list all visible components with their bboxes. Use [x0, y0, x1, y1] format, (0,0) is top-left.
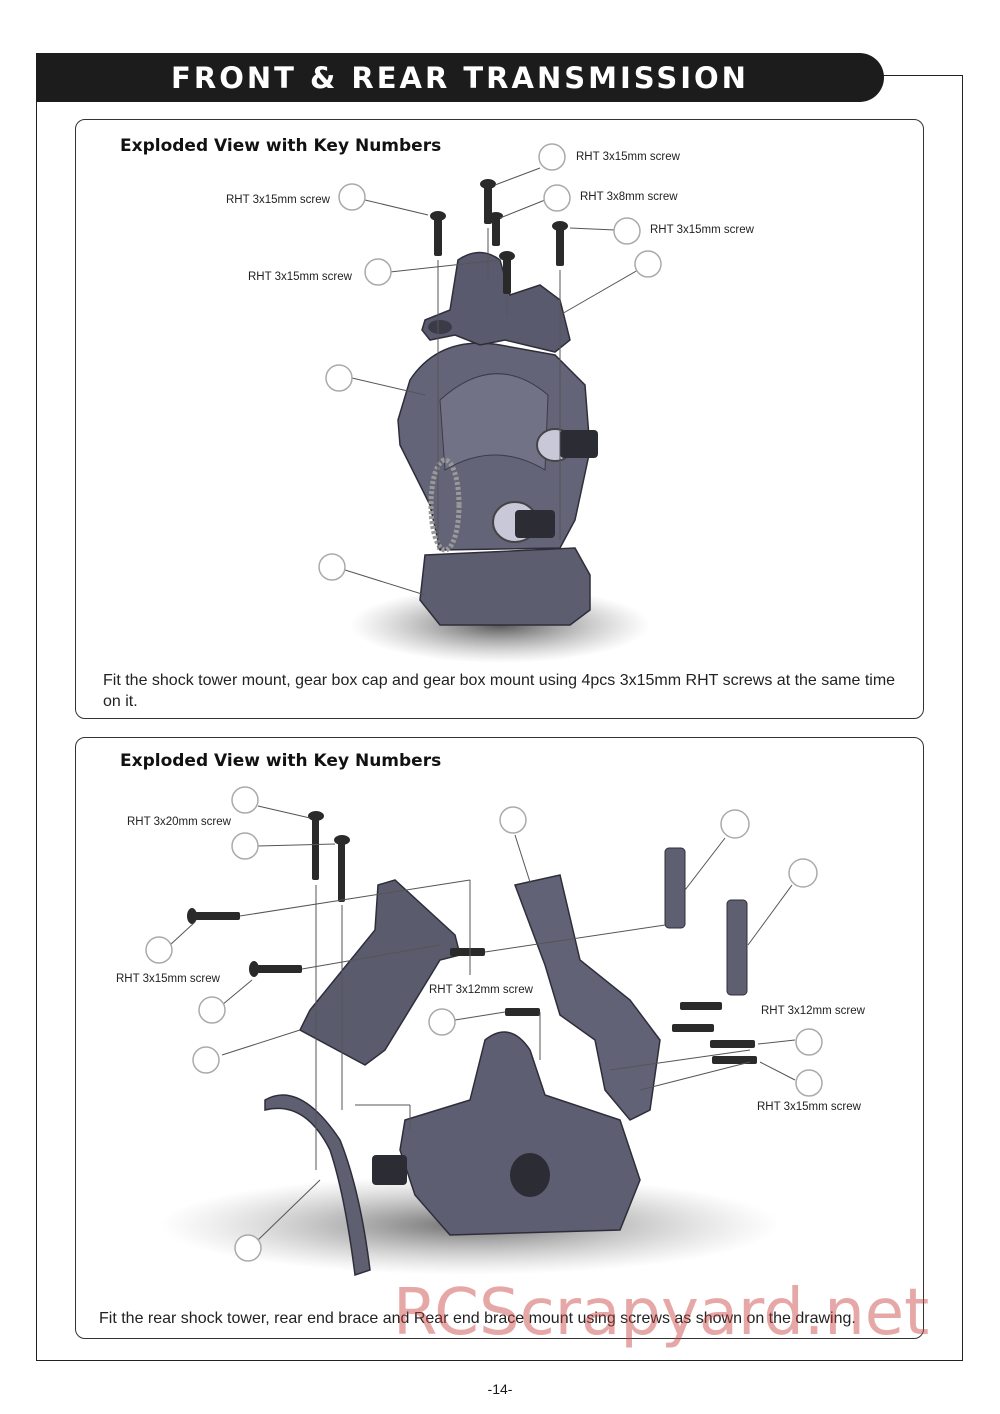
callout-circle: [192, 1046, 220, 1074]
callout-circle: [788, 858, 818, 888]
panel2-heading: Exploded View with Key Numbers: [120, 751, 442, 771]
screw-group-2: [187, 811, 757, 1064]
callout-circle: [364, 258, 392, 286]
callout-circle: [325, 364, 353, 392]
panel2-guide-lines: [239, 879, 751, 1170]
panel1-guide-lines: [437, 228, 561, 550]
callout-circle: [318, 553, 346, 581]
callout-circle: [613, 217, 641, 245]
rear-shock-tower-part: [513, 874, 661, 1121]
callout-circle: [428, 1008, 456, 1036]
callout-circle: [720, 809, 750, 839]
callout-circle: [145, 936, 173, 964]
gearbox-mount-part: [419, 547, 591, 626]
watermark: RCScrapyard.net: [393, 1276, 930, 1350]
rear-end-brace-part: [264, 1094, 371, 1277]
label-screw-c: RHT 3x8mm screw: [580, 191, 678, 203]
label-screw-a: RHT 3x15mm screw: [226, 194, 330, 206]
callout-circle: [338, 183, 366, 211]
callout-circle: [234, 1234, 262, 1262]
label-screw-d: RHT 3x15mm screw: [650, 224, 754, 236]
shock-post-right: [726, 899, 748, 996]
callout-circle: [231, 786, 259, 814]
label-screw-f: RHT 3x20mm screw: [127, 816, 231, 828]
mount-bore: [428, 320, 452, 334]
callout-circle: [198, 996, 226, 1024]
label-screw-i: RHT 3x12mm screw: [761, 1005, 865, 1017]
shock-post-left: [664, 847, 686, 929]
panel1-leaders: [344, 167, 639, 596]
label-screw-h: RHT 3x12mm screw: [429, 984, 533, 996]
label-screw-j: RHT 3x15mm screw: [757, 1101, 861, 1113]
page-number: -14-: [487, 1381, 513, 1397]
callout-circle: [634, 250, 662, 278]
panel1-caption: Fit the shock tower mount, gear box cap …: [103, 672, 896, 710]
panel2-leaders: [169, 805, 796, 1241]
rear-gearbox-part: [399, 1031, 641, 1236]
label-screw-e: RHT 3x15mm screw: [248, 271, 352, 283]
page-title: FRONT & REAR TRANSMISSION: [171, 61, 749, 95]
screw-group-1: [430, 179, 568, 294]
upper-outdrive: [560, 430, 598, 458]
title-bar: FRONT & REAR TRANSMISSION: [36, 53, 884, 102]
callout-circle: [795, 1069, 823, 1097]
panel1-heading: Exploded View with Key Numbers: [120, 136, 442, 156]
spur-gear: [428, 457, 462, 553]
rear-outdrive-left: [372, 1155, 407, 1185]
panel2-callouts: [145, 786, 823, 1262]
outdrive-cup: [515, 510, 555, 538]
label-screw-g: RHT 3x15mm screw: [116, 973, 220, 985]
callout-circle: [231, 832, 259, 860]
page-frame: [36, 75, 963, 1361]
rear-outdrive-bore: [510, 1153, 550, 1197]
callout-circle: [499, 806, 527, 834]
panel2-caption: Fit the rear shock tower, rear end brace…: [99, 1310, 856, 1327]
callout-circle: [538, 143, 566, 171]
callout-circle: [543, 184, 571, 212]
panel1-callouts: [318, 143, 662, 581]
label-screw-b: RHT 3x15mm screw: [576, 151, 680, 163]
frame-top-line: [883, 75, 963, 76]
callout-circle: [795, 1028, 823, 1056]
brace-mount-part: [299, 879, 461, 1066]
